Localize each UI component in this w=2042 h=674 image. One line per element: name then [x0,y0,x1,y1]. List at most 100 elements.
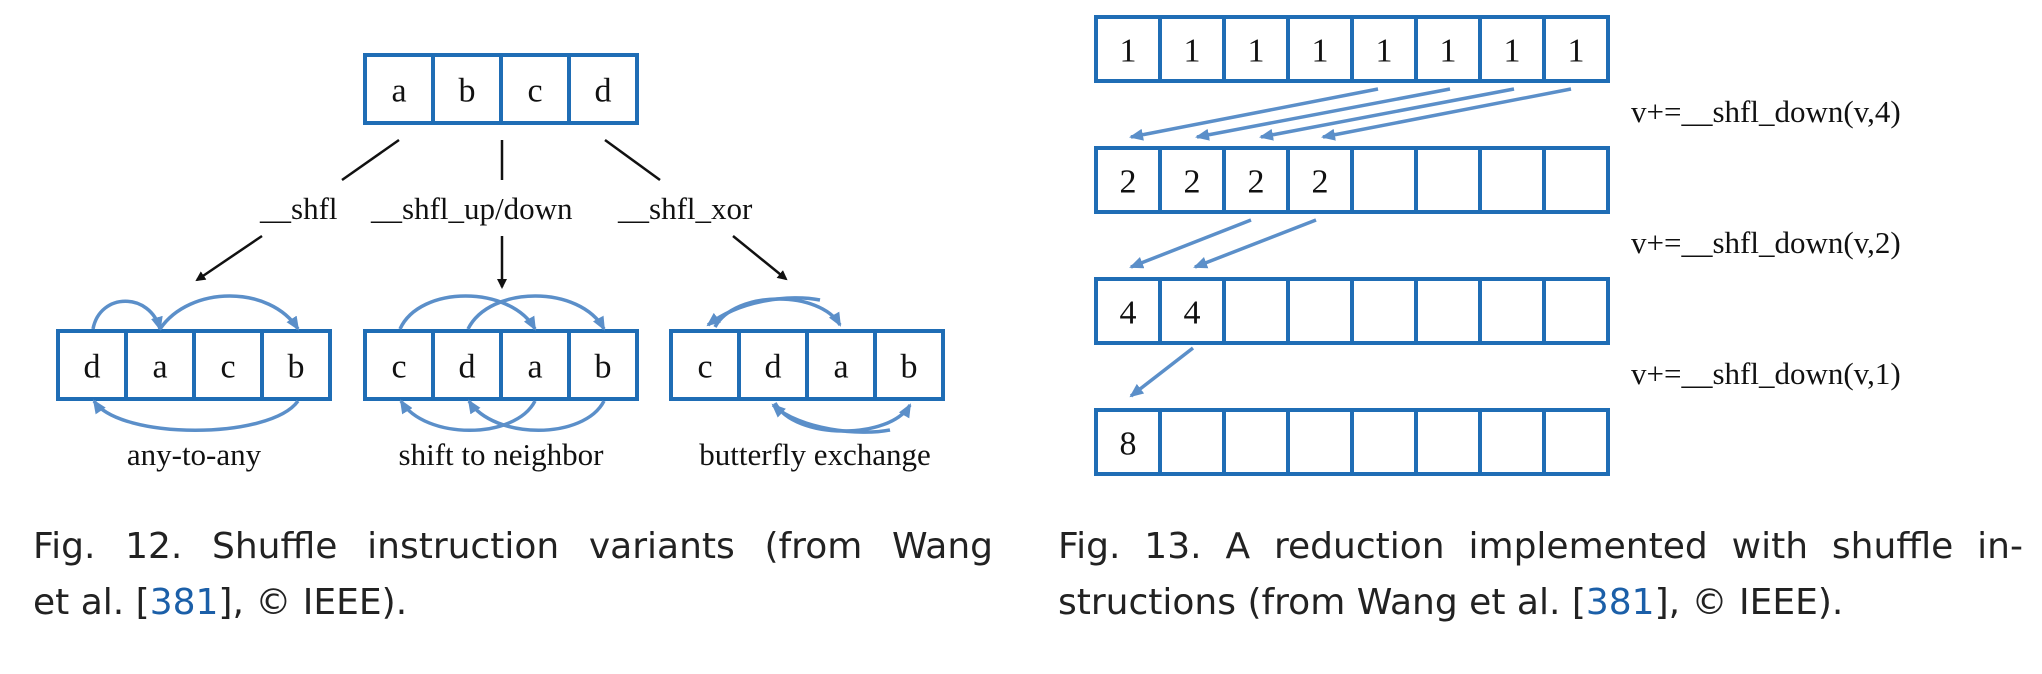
reduction-cell [1542,408,1610,476]
group-cell-text: d [459,349,476,386]
shuffle-arc [399,399,537,432]
reduction-cell [1158,408,1226,476]
shuffle-arc [771,403,891,434]
reduction-row: 8 [1094,408,1610,476]
reduction-cell [1350,277,1418,345]
reduction-cell [1542,277,1610,345]
citation-link[interactable]: 381 [1585,582,1655,623]
reduction-cell [1478,277,1546,345]
group-cell-text: a [833,349,848,386]
group-cell [737,329,809,401]
reduction-cell-value: 8 [1120,426,1137,463]
group-cell [192,329,264,401]
shuffle-arc [158,294,300,331]
top-cell [431,53,503,125]
step-label: v+=__shfl_down(v,4) [1631,94,1901,129]
top-cell-text: c [527,73,542,110]
group-cell-text: b [595,349,612,386]
reduction-cell-value: 2 [1312,164,1329,201]
caption-text: ], © IEEE). [218,582,408,623]
fig12-top-array: a b c d [363,53,639,125]
reduction-arrow [1195,87,1451,141]
group-cell [567,329,639,401]
reduction-cell [1478,15,1546,83]
shuffle-arc [467,399,606,432]
variant-label-shfl-xor: __shfl_xor [617,191,753,226]
group-cell [499,329,571,401]
citation-link[interactable]: 381 [149,582,219,623]
group-cell-text: b [288,349,305,386]
reduction-cell [1286,408,1354,476]
reduction-cell-value: 1 [1376,33,1393,70]
reduction-cell-value: 1 [1504,33,1521,70]
group-cell-text: c [697,349,712,386]
group-any-to-any: d a c b any-to-any [56,294,332,472]
reduction-cell-value: 1 [1120,33,1137,70]
reduction-arrows-step-1 [1129,87,1572,141]
variant-arrow-left [195,234,263,282]
reduction-cell-value: 1 [1312,33,1329,70]
reduction-arrow [1259,87,1515,141]
group-cell [260,329,332,401]
caption-line-2: structions (from Wang et al. [381], © IE… [1058,575,2023,631]
top-cell [499,53,571,125]
reduction-cell [1222,277,1290,345]
caption-text: ], © IEEE). [1654,582,1844,623]
reduction-cell [1478,146,1546,214]
top-cell [567,53,639,125]
reduction-cell-value: 1 [1248,33,1265,70]
group-cell-text: d [765,349,782,386]
branch-line-right [604,138,661,182]
top-cell-text: d [595,73,612,110]
reduction-cell [1222,15,1290,83]
fig13-caption: Fig. 13. A reduction implemented with sh… [1058,519,2023,631]
top-cell [363,53,435,125]
group-cell [873,329,945,401]
reduction-cell-value: 1 [1440,33,1457,70]
group-label: butterfly exchange [699,437,931,472]
reduction-cell [1414,277,1482,345]
fig12-caption: Fig. 12. Shuffle instruction variants (f… [33,519,993,631]
reduction-cell [1414,146,1482,214]
caption-line-1: Fig. 13. A reduction implemented with sh… [1058,526,2023,567]
group-cell-text: c [220,349,235,386]
reduction-cell-value: 4 [1184,295,1201,332]
caption-line-2: et al. [381], © IEEE). [33,575,993,631]
reduction-cell-value: 2 [1184,164,1201,201]
reduction-cell [1094,408,1162,476]
group-cell-text: d [84,349,101,386]
reduction-arrows-step-2 [1129,218,1317,269]
variant-arrow-right [732,235,788,281]
group-cell-text: b [901,349,918,386]
reduction-cell [1286,146,1354,214]
caption-text: structions (from Wang et al. [ [1058,582,1586,623]
group-cell [56,329,128,401]
group-cell-text: a [152,349,167,386]
group-shift-to-neighbor: c d a b shift to neighbor [363,294,639,472]
reduction-arrow [1129,346,1195,398]
group-cell-text: c [391,349,406,386]
shuffle-arc [398,294,537,331]
caption-line-1: Fig. 12. Shuffle instruction variants (f… [33,526,993,567]
reduction-cell [1350,408,1418,476]
variant-label-shfl: __shfl [259,191,338,226]
shuffle-arc [91,299,163,331]
reduction-arrow [1193,218,1317,269]
reduction-cell-value: 1 [1568,33,1585,70]
group-label: any-to-any [127,437,262,472]
step-label: v+=__shfl_down(v,1) [1631,356,1901,391]
reduction-cell [1286,277,1354,345]
reduction-cell-value: 1 [1184,33,1201,70]
reduction-cell [1094,277,1162,345]
shuffle-arc [466,294,606,331]
reduction-cell [1414,408,1482,476]
reduction-cell [1542,146,1610,214]
reduction-cell [1222,146,1290,214]
reduction-cell [1350,146,1418,214]
shuffle-arc [773,402,912,433]
